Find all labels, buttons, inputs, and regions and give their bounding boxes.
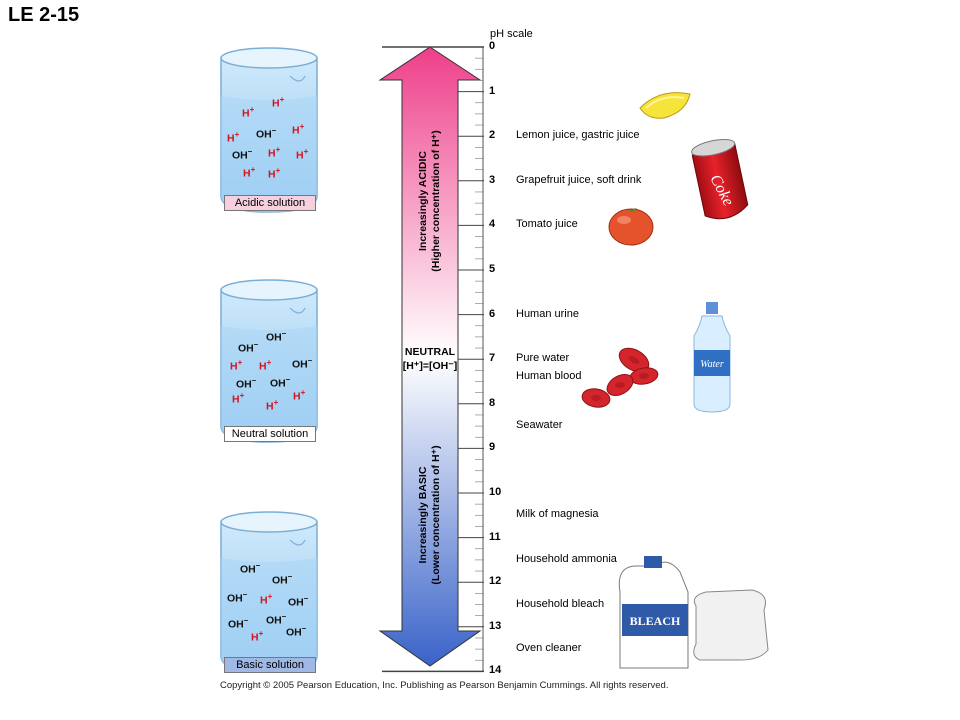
hydroxide-ion: OH–: [292, 356, 313, 371]
basic-text-line2: (Lower concentration of H⁺): [430, 445, 442, 585]
hydrogen-ion: H+: [268, 166, 281, 181]
neutral-text: NEUTRAL [H⁺]=[OH⁻]: [395, 345, 465, 373]
ph-tick-label: 12: [489, 575, 502, 588]
substance-label: Oven cleaner: [516, 642, 582, 655]
bleach-bottle-illustration: BLEACH: [618, 556, 769, 669]
hydroxide-ion: OH–: [286, 624, 307, 639]
substance-label: Pure water: [516, 352, 570, 365]
ph-tick-label: 4: [489, 218, 496, 231]
water-bottle-text: Water: [700, 359, 724, 370]
hydroxide-ion: OH–: [256, 126, 277, 141]
substance-label: Seawater: [516, 419, 563, 432]
acidic-text-line1: Increasingly ACIDIC: [417, 151, 429, 251]
ph-tick-label: 3: [489, 173, 496, 186]
hydrogen-ion: H+: [230, 358, 243, 373]
ph-tick-label: 10: [489, 486, 502, 498]
neutral-text-line2: [H⁺]=[OH⁻]: [402, 360, 458, 372]
water-bottle-illustration: Water: [693, 302, 731, 413]
hydrogen-ion: H+: [260, 592, 273, 607]
acidic-text-line2: (Higher concentration of H⁺): [430, 130, 442, 272]
figure-label: LE 2-15: [8, 4, 80, 26]
ph-tick-label: 7: [489, 352, 496, 365]
substance-label: Grapefruit juice, soft drink: [516, 173, 642, 186]
hydroxide-ion: OH–: [238, 340, 259, 355]
substance-label: Lemon juice, gastric juice: [516, 129, 640, 142]
hydroxide-ion: OH–: [240, 561, 261, 576]
ph-tick-label: 11: [489, 530, 501, 543]
beaker-acidic: [220, 47, 318, 213]
hydroxide-ion: OH–: [272, 572, 293, 587]
ph-tick-label: 2: [489, 129, 496, 142]
neutral-solution-label: Neutral solution: [224, 426, 316, 442]
substance-label: Human blood: [516, 370, 582, 383]
substance-label: Tomato juice: [516, 218, 578, 231]
hydrogen-ion: H+: [272, 95, 285, 110]
lemon-illustration: [639, 92, 691, 119]
acid-base-arrow: [378, 46, 482, 667]
ph-tick-label: 1: [489, 84, 496, 97]
ph-tick-label: 14: [489, 664, 502, 677]
ph-tick-label: 9: [489, 441, 496, 454]
substance-label: Household ammonia: [516, 552, 617, 565]
beaker-neutral: [220, 279, 318, 443]
hydrogen-ion: H+: [243, 165, 256, 180]
acidic-text: Increasingly ACIDIC (Higher concentratio…: [417, 101, 443, 301]
neutral-text-line1: NEUTRAL: [404, 346, 456, 358]
hydrogen-ion: H+: [232, 391, 245, 406]
hydrogen-ion: H+: [293, 388, 306, 403]
ph-tick-label: 8: [489, 396, 496, 409]
hydroxide-ion: OH–: [236, 376, 257, 391]
hydroxide-ion: OH–: [227, 590, 248, 605]
soda-can-illustration: Coke: [691, 138, 749, 220]
copyright-text: Copyright © 2005 Pearson Education, Inc.…: [220, 680, 669, 691]
hydrogen-ion: H+: [266, 398, 279, 413]
hydrogen-ion: H+: [227, 130, 240, 145]
substance-label: Milk of magnesia: [516, 508, 599, 521]
ph-tick-label: 5: [489, 263, 496, 275]
hydroxide-ion: OH–: [266, 329, 287, 344]
ph-tick-label: 0: [489, 40, 496, 52]
bleach-bottle-text: BLEACH: [630, 614, 681, 628]
hydrogen-ion: H+: [251, 629, 264, 644]
substance-label: Household bleach: [516, 597, 605, 610]
hydroxide-ion: OH–: [232, 147, 253, 162]
hydroxide-ion: OH–: [288, 594, 309, 609]
tomato-illustration: [608, 208, 654, 246]
substance-label: Human urine: [516, 307, 579, 320]
scale-title: pH scale: [490, 28, 533, 40]
hydrogen-ion: H+: [268, 145, 281, 160]
hydrogen-ion: H+: [296, 147, 309, 162]
hydrogen-ion: H+: [242, 105, 255, 120]
hydrogen-ion: H+: [292, 122, 305, 137]
hydroxide-ion: OH–: [228, 616, 249, 631]
ph-tick-label: 6: [489, 307, 496, 320]
hydroxide-ion: OH–: [270, 375, 291, 390]
hydrogen-ion: H+: [259, 358, 272, 373]
ph-tick-label: 13: [489, 619, 502, 632]
beaker-basic: [220, 511, 318, 673]
acidic-solution-label: Acidic solution: [224, 195, 316, 211]
basic-text-line1: Increasingly BASIC: [417, 466, 429, 564]
basic-text: Increasingly BASIC (Lower concentration …: [417, 415, 443, 615]
hydroxide-ion: OH–: [266, 612, 287, 627]
ph-axis: [382, 46, 484, 673]
basic-solution-label: Basic solution: [224, 657, 316, 673]
